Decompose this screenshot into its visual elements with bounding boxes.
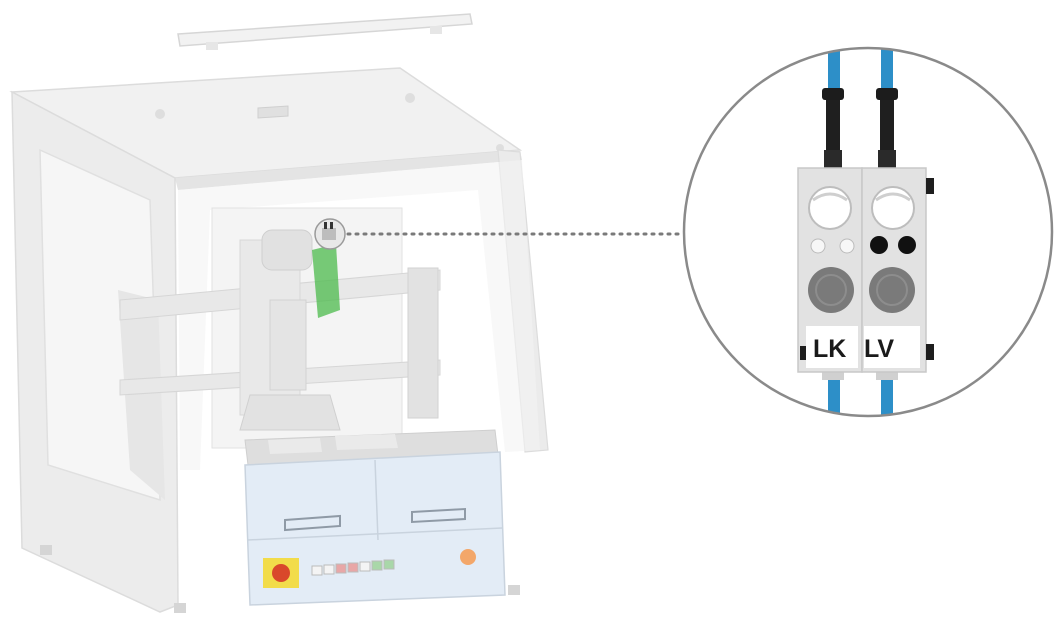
valve-location-marker <box>314 218 346 250</box>
highlighted-valve-unit <box>312 244 340 318</box>
machine-feet <box>40 545 520 613</box>
hose-fittings <box>822 88 898 380</box>
machine-illustration <box>9 13 549 613</box>
control-panel <box>263 549 476 588</box>
estop-button <box>272 564 290 582</box>
enclosure-left-side <box>11 90 179 613</box>
drawer-handle-left <box>284 514 341 532</box>
fluid-hoses <box>828 48 893 416</box>
valve-label-lv: LV <box>864 335 894 363</box>
lamp-bar <box>177 13 473 50</box>
valve-label-lk: LK <box>813 335 846 363</box>
drawer-cabinet <box>244 451 506 606</box>
drawer-handle-right <box>411 507 466 524</box>
enclosure-roof <box>9 67 523 190</box>
gantry-area <box>119 207 441 449</box>
enclosure-right-side <box>178 149 549 470</box>
status-lamp <box>460 549 476 565</box>
label-plate-right <box>864 326 920 368</box>
zoom-detail: LK LV <box>682 46 1054 418</box>
label-plate-left <box>806 326 858 368</box>
control-buttons <box>311 559 395 576</box>
